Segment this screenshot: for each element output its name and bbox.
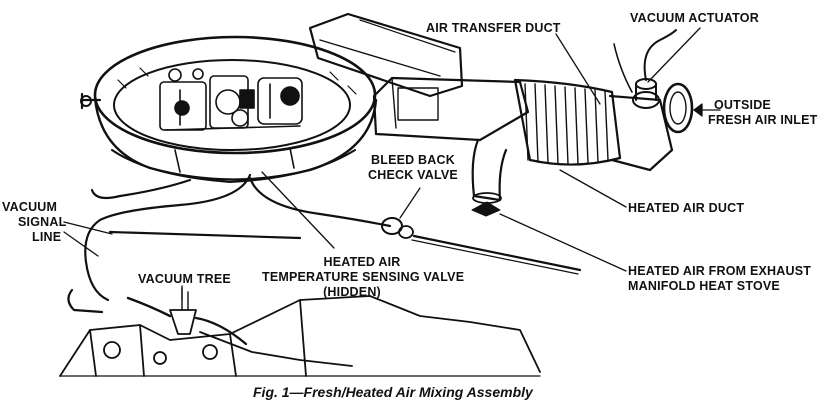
label-line: BLEED BACK <box>371 153 455 167</box>
label-line: HEATED AIR FROM EXHAUST <box>628 264 812 278</box>
label-line: SIGNAL <box>18 215 67 229</box>
inner-components <box>159 68 303 131</box>
air-cleaner-housing <box>80 35 378 183</box>
vacuum-actuator-assembly <box>608 29 694 172</box>
label-outside-fresh-air-inlet: OUTSIDE FRESH AIR INLET <box>708 98 817 128</box>
engine-block <box>59 295 541 377</box>
label-vacuum-tree: VACUUM TREE <box>138 272 231 286</box>
check-valve <box>381 217 582 275</box>
vacuum-signal-lines <box>67 173 392 314</box>
snorkel-cover <box>308 12 464 98</box>
label-air-transfer-duct: AIR TRANSFER DUCT <box>426 21 561 35</box>
label-line: FRESH AIR INLET <box>708 113 818 127</box>
air-transfer-duct <box>372 76 530 142</box>
leader-lines <box>63 27 721 301</box>
label-line: TEMPERATURE SENSING VALVE <box>262 270 465 284</box>
label-bleed-back-check-valve: BLEED BACK CHECK VALVE <box>368 153 458 183</box>
label-line: OUTSIDE <box>714 98 771 112</box>
label-vacuum-actuator: VACUUM ACTUATOR <box>630 11 759 25</box>
label-heated-air-duct: HEATED AIR DUCT <box>628 201 745 215</box>
label-line: HEATED AIR <box>323 255 401 269</box>
heated-air-pipe <box>471 138 508 217</box>
label-line: VACUUM <box>2 200 58 214</box>
vacuum-tree <box>126 287 248 346</box>
label-vacuum-signal-line: VACUUM SIGNAL LINE <box>2 200 66 245</box>
label-line: MANIFOLD HEAT STOVE <box>628 279 780 293</box>
label-line: LINE <box>32 230 62 244</box>
figure-caption: Fig. 1—Fresh/Heated Air Mixing Assembly <box>253 384 533 400</box>
label-heated-air-temp-sensing-valve: HEATED AIR TEMPERATURE SENSING VALVE (HI… <box>262 255 465 300</box>
label-heated-air-from-exhaust: HEATED AIR FROM EXHAUST MANIFOLD HEAT ST… <box>628 264 811 294</box>
corrugated-duct <box>513 78 622 166</box>
label-line: CHECK VALVE <box>368 168 458 182</box>
label-line: (HIDDEN) <box>323 285 381 299</box>
